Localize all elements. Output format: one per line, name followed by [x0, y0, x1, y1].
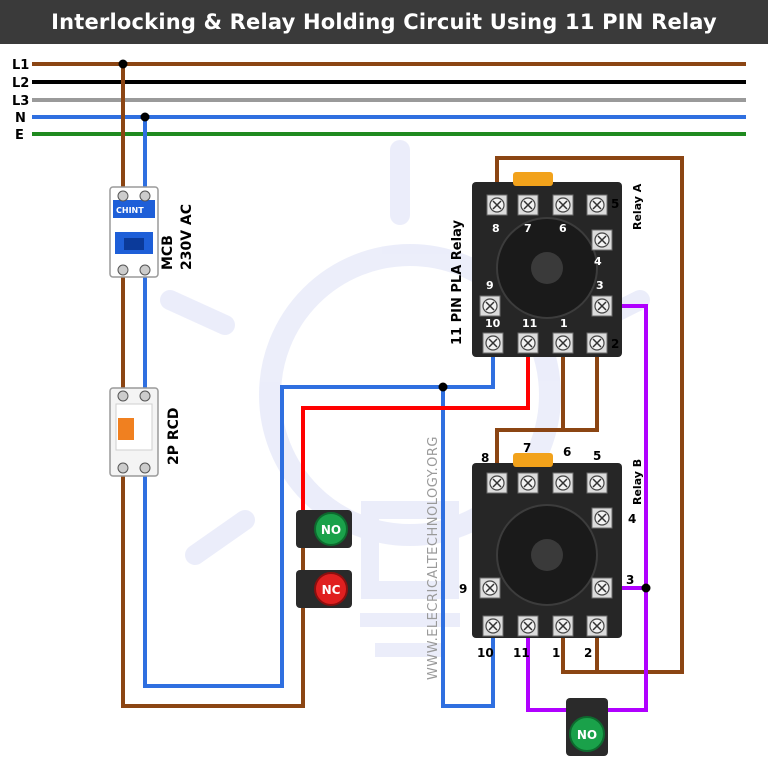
junction-dot	[140, 112, 150, 122]
relay-a-pin-4: 4	[594, 255, 602, 268]
relay-a-pin-9: 9	[486, 279, 494, 292]
nc-button-label: NC	[322, 583, 341, 597]
relay-b-pin-7: 7	[523, 441, 531, 455]
relay-a-pin-10: 10	[485, 317, 501, 330]
watermark-text: WWW.ELECRICALTECHNOLOGY.ORG	[426, 436, 441, 680]
relay-b-pin-6: 6	[563, 445, 571, 459]
page-title: Interlocking & Relay Holding Circuit Usi…	[51, 10, 717, 34]
relay-a-pin-6: 6	[559, 222, 567, 235]
relay-b-pin-1: 1	[552, 646, 560, 660]
bus-bars	[32, 62, 746, 136]
no-button-label: NO	[577, 728, 597, 742]
relay-a-pin-7: 7	[524, 222, 532, 235]
junction-dot	[641, 583, 651, 593]
nc-button-stop[interactable]: NC	[296, 570, 352, 608]
relay-b-pin-10: 10	[477, 646, 494, 660]
junction-dot	[118, 59, 128, 69]
no-button-start-b[interactable]: NO	[566, 698, 608, 756]
relay-a-pin-3: 3	[596, 279, 604, 292]
relay-b-pin-3: 3	[626, 573, 634, 587]
relay-b-pin-11: 11	[513, 646, 530, 660]
relay-a-socket	[472, 172, 622, 357]
relay-a-type-label: 11 PIN PLA Relay	[450, 220, 465, 345]
bus-label-l3: L3	[12, 94, 29, 109]
title-bar: Interlocking & Relay Holding Circuit Usi…	[0, 0, 768, 44]
bus-label-l2: L2	[12, 76, 29, 91]
relay-b-pin-9: 9	[459, 582, 467, 596]
relay-b-pin-4: 4	[628, 512, 636, 526]
relay-a-pin-8: 8	[492, 222, 500, 235]
relay-a-pin-1: 1	[560, 317, 568, 330]
mcb-rating: 230V AC	[179, 204, 195, 270]
bus-label-n: N	[15, 111, 26, 126]
rcd-label: 2P RCD	[166, 407, 182, 465]
rcd-breaker	[109, 387, 159, 477]
bus-label-l1: L1	[12, 58, 29, 73]
mcb-label: MCB	[160, 235, 176, 270]
supply-wires	[121, 64, 495, 708]
no-button-start-a[interactable]: NO	[296, 510, 352, 548]
relay-b-socket	[472, 453, 622, 638]
bus-label-e: E	[15, 128, 24, 143]
relay-b-pin-8: 8	[481, 451, 489, 465]
relay-a-pin-2: 2	[611, 337, 619, 351]
relay-a-name: Relay A	[631, 183, 644, 230]
mcb-brand: CHINT	[116, 206, 144, 215]
no-button-label: NO	[321, 523, 341, 537]
bulb-watermark	[160, 140, 650, 657]
relay-a-pin-5: 5	[611, 197, 619, 211]
mcb-breaker: CHINT	[109, 186, 159, 278]
relay-b-name: Relay B	[631, 459, 644, 505]
junction-dot	[438, 382, 448, 392]
relay-b-pin-5: 5	[593, 449, 601, 463]
relay-b-pin-2: 2	[584, 646, 592, 660]
relay-a-pin-11: 11	[522, 317, 537, 330]
